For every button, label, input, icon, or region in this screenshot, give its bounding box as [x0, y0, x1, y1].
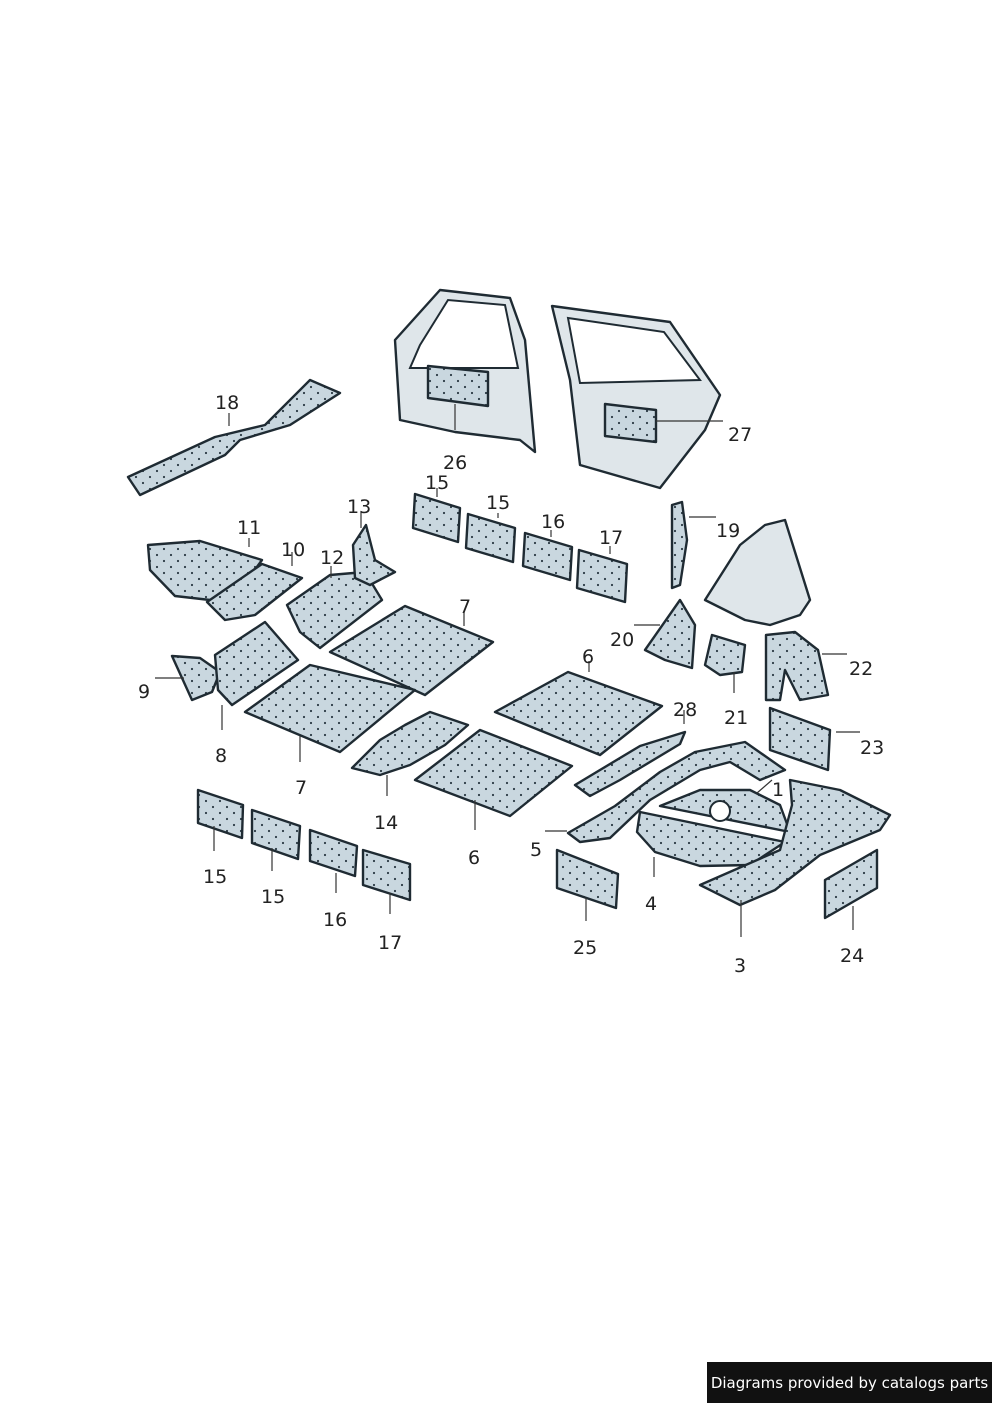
part-27[interactable]	[603, 402, 658, 444]
part-3[interactable]	[698, 778, 892, 907]
wheel-housing	[703, 518, 812, 627]
callout-21: 21	[724, 707, 748, 729]
part-15-upper-b[interactable]	[464, 512, 517, 564]
part-21[interactable]	[703, 633, 747, 677]
part-22[interactable]	[764, 630, 830, 702]
part-18[interactable]	[126, 378, 342, 497]
credit-banner: Diagrams provided by catalogs parts	[707, 1362, 992, 1403]
part-16-upper[interactable]	[521, 531, 574, 582]
part-15-upper-a[interactable]	[411, 492, 462, 544]
callout-17-lower: 17	[378, 932, 402, 954]
callout-15-lower-a: 15	[203, 866, 227, 888]
callout-8: 8	[215, 745, 227, 767]
part-16-lower[interactable]	[308, 828, 359, 878]
part-1-center-hole	[709, 800, 731, 822]
part-5[interactable]	[566, 740, 787, 844]
callout-14: 14	[374, 812, 398, 834]
callout-1: 1	[772, 779, 784, 801]
callout-3: 3	[734, 955, 746, 977]
part-24[interactable]	[823, 848, 879, 920]
part-7-upper[interactable]	[328, 604, 495, 697]
callout-27: 27	[728, 424, 752, 446]
part-15-lower-a[interactable]	[196, 788, 245, 840]
callout-7-upper: 7	[459, 596, 471, 618]
callout-labels: 26 27 18 15 15 16 17 11 10 12 13 7 6 9 8…	[138, 392, 884, 977]
callout-23: 23	[860, 737, 884, 759]
callout-16-lower: 16	[323, 909, 347, 931]
callout-16-upper: 16	[541, 511, 565, 533]
part-17-upper[interactable]	[575, 548, 629, 604]
part-14[interactable]	[350, 710, 470, 777]
part-15-lower-b[interactable]	[250, 808, 302, 861]
part-8[interactable]	[213, 620, 300, 707]
callout-10: 10	[281, 539, 305, 561]
part-9[interactable]	[170, 654, 222, 702]
callout-11: 11	[237, 517, 261, 539]
callout-15-lower-b: 15	[261, 886, 285, 908]
callout-13: 13	[347, 496, 371, 518]
callout-15-upper-a: 15	[425, 472, 449, 494]
part-26[interactable]	[426, 364, 490, 408]
part-7-lower[interactable]	[243, 663, 417, 754]
callout-15-upper-b: 15	[486, 492, 510, 514]
part-17-lower[interactable]	[361, 848, 412, 902]
part-12[interactable]	[285, 570, 384, 650]
callout-5: 5	[530, 839, 542, 861]
callout-24: 24	[840, 945, 864, 967]
callout-7-lower: 7	[295, 777, 307, 799]
leader-lines	[155, 404, 860, 937]
front-door-window-opening	[408, 298, 520, 369]
part-28[interactable]	[573, 730, 687, 798]
part-10[interactable]	[205, 562, 304, 622]
callout-28: 28	[673, 699, 697, 721]
callout-18: 18	[215, 392, 239, 414]
callout-6-upper: 6	[582, 646, 594, 668]
callout-17-upper: 17	[599, 527, 623, 549]
part-25[interactable]	[555, 848, 620, 910]
callout-22: 22	[849, 658, 873, 680]
callout-4: 4	[645, 893, 657, 915]
callout-12: 12	[320, 547, 344, 569]
part-23[interactable]	[768, 706, 832, 772]
callout-20: 20	[610, 629, 634, 651]
part-13[interactable]	[351, 523, 397, 587]
part-19[interactable]	[670, 500, 689, 590]
part-6-upper[interactable]	[493, 670, 664, 757]
callout-9: 9	[138, 681, 150, 703]
callout-25: 25	[573, 937, 597, 959]
part-20[interactable]	[643, 598, 697, 670]
part-6-lower[interactable]	[413, 728, 574, 818]
callout-19: 19	[716, 520, 740, 542]
rear-door-window-opening	[566, 316, 702, 385]
callout-26: 26	[443, 452, 467, 474]
callout-6-lower: 6	[468, 847, 480, 869]
